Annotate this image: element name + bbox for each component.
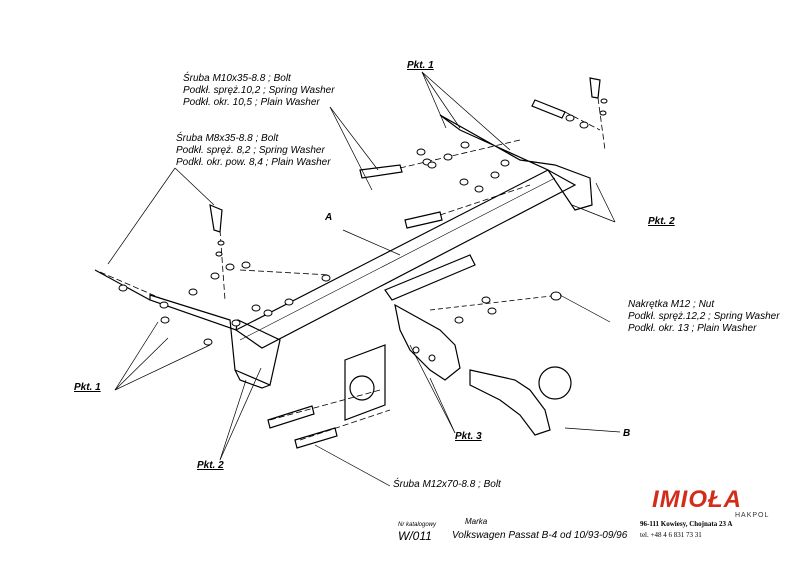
ball-neck	[469, 369, 551, 436]
left-bracket	[149, 294, 281, 386]
pkt3-label: Pkt. 3	[455, 431, 482, 442]
nut-m12-label: Nakrętka M12 ; Nut Podkł. spręż.12,2 ; S…	[628, 299, 780, 335]
company-logo: IMIOŁA	[652, 486, 742, 513]
bolt-m8-line1: Śruba M8x35-8.8 ; Bolt	[176, 133, 279, 144]
nut-m12-line3: Podkł. okr. 13 ; Plain Washer	[628, 323, 757, 334]
pkt1-left-label: Pkt. 1	[74, 382, 101, 393]
bolt-m8-line3: Podkł. okr. pow. 8,4 ; Plain Washer	[176, 157, 331, 168]
catalog-number: W/011	[398, 529, 432, 543]
bolt-m10-line1: Śruba M10x35-8.8 ; Bolt	[183, 73, 291, 84]
vehicle-model: Volkswagen Passat B-4 od 10/93-09/96	[452, 530, 628, 541]
company-phone: tel. +48 4 6 831 73 31	[640, 531, 702, 539]
catalog-number-caption: Nr katalogowy	[398, 522, 437, 528]
bolt-m10-line2: Podkł. spręż.10,2 ; Spring Washer	[183, 85, 335, 96]
part-b-label: B	[623, 428, 631, 439]
bolt-m12-label: Śruba M12x70-8.8 ; Bolt	[393, 479, 501, 490]
ball	[538, 366, 572, 400]
company-address: 96-111 Kowiesy, Chojnata 23 A	[640, 520, 733, 528]
bolt-m10-line3: Podkł. okr. 10,5 ; Plain Washer	[183, 97, 320, 108]
bolt-m8-label: Śruba M8x35-8.8 ; Bolt Podkł. spręż. 8,2…	[176, 133, 331, 169]
part-a-label: A	[325, 212, 333, 223]
pkt2-right-label: Pkt. 2	[648, 216, 675, 227]
crossbar-tube	[234, 169, 577, 349]
center-bracket	[384, 254, 476, 301]
socket-plate	[344, 344, 386, 421]
bolt-m8-line2: Podkł. spręż. 8,2 ; Spring Washer	[176, 145, 325, 156]
nut-m12-line1: Nakrętka M12 ; Nut	[628, 299, 715, 310]
pkt1-top-label: Pkt. 1	[407, 60, 434, 71]
nut-m12-line2: Podkł. spręż.12,2 ; Spring Washer	[628, 311, 780, 322]
pkt2-bottom-label: Pkt. 2	[197, 460, 224, 471]
company-sub-logo: HAKPOL	[735, 512, 770, 519]
bolt-m10-label: Śruba M10x35-8.8 ; Bolt Podkł. spręż.10,…	[183, 73, 335, 109]
right-bracket	[439, 114, 593, 211]
brand-caption: Marka	[465, 517, 488, 526]
ball-mount-plate	[394, 303, 461, 381]
